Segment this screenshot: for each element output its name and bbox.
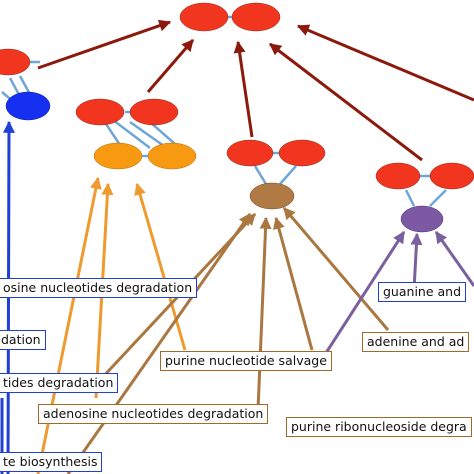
arrow-tan-cluster-to-top <box>233 40 254 138</box>
arrow-orange-1 <box>36 176 102 474</box>
label-adenine-and-ad: adenine and ad <box>362 332 470 352</box>
label-osine-nucleotides-degradation: osine nucleotides degradation <box>0 278 198 298</box>
link-orange-d <box>149 121 176 145</box>
label-tides-degradation: tides degradation <box>0 373 119 393</box>
node-tan <box>249 182 295 210</box>
arrow-tan-1 <box>66 213 252 474</box>
arrows-blue <box>0 120 15 474</box>
arrow-tan-5 <box>282 207 390 331</box>
arrow-blue-main <box>2 120 15 474</box>
arrows-purple <box>313 230 474 371</box>
arrow-tan-4 <box>273 216 314 351</box>
node-purple <box>400 205 444 233</box>
arrows-darkred <box>37 19 474 162</box>
node-tan-red-1 <box>226 139 274 167</box>
arrow-purple-3 <box>434 231 474 287</box>
arrow-purple-cluster-to-top <box>269 42 423 162</box>
link-orange-c <box>129 120 165 148</box>
label-guanine-and: guanine and <box>378 282 467 302</box>
arrows-orange <box>36 176 187 474</box>
arrow-offscreen-to-top <box>296 24 474 102</box>
node-orange-red-1 <box>75 98 125 126</box>
node-left-red-1 <box>0 48 31 76</box>
nodes <box>0 2 474 233</box>
link-purple-a <box>404 189 416 207</box>
node-purple-red-1 <box>375 162 421 190</box>
label-te-biosynthesis: te biosynthesis <box>0 452 103 472</box>
link-purple-b <box>429 189 447 207</box>
arrow-purple-1 <box>313 230 406 371</box>
node-top-left <box>179 2 229 32</box>
node-orange-2 <box>147 142 197 170</box>
arrow-orange-3 <box>134 182 187 351</box>
label-adenosine-nucleotides-degradation: adenosine nucleotides degradation <box>38 404 269 424</box>
node-orange-red-2 <box>129 98 179 126</box>
link-tan-b <box>279 165 297 185</box>
link-orange-b <box>112 119 151 149</box>
label-purine-nucleotide-salvage: purine nucleotide salvage <box>160 351 332 371</box>
arrow-left-cluster-to-top <box>37 19 172 70</box>
arrow-tan-3 <box>256 216 272 411</box>
label-purine-ribonucleoside-degra: purine ribonucleoside degra <box>286 417 472 437</box>
node-left-blue <box>5 91 51 121</box>
node-tan-red-2 <box>278 139 326 167</box>
node-purple-red-2 <box>429 162 474 190</box>
node-top-right <box>231 2 281 32</box>
label-dation: dation <box>0 330 46 350</box>
arrow-purple-2 <box>410 232 423 291</box>
node-orange-1 <box>93 142 143 170</box>
arrow-orange-cluster-to-top <box>146 39 195 93</box>
link-tan-a <box>253 165 268 185</box>
